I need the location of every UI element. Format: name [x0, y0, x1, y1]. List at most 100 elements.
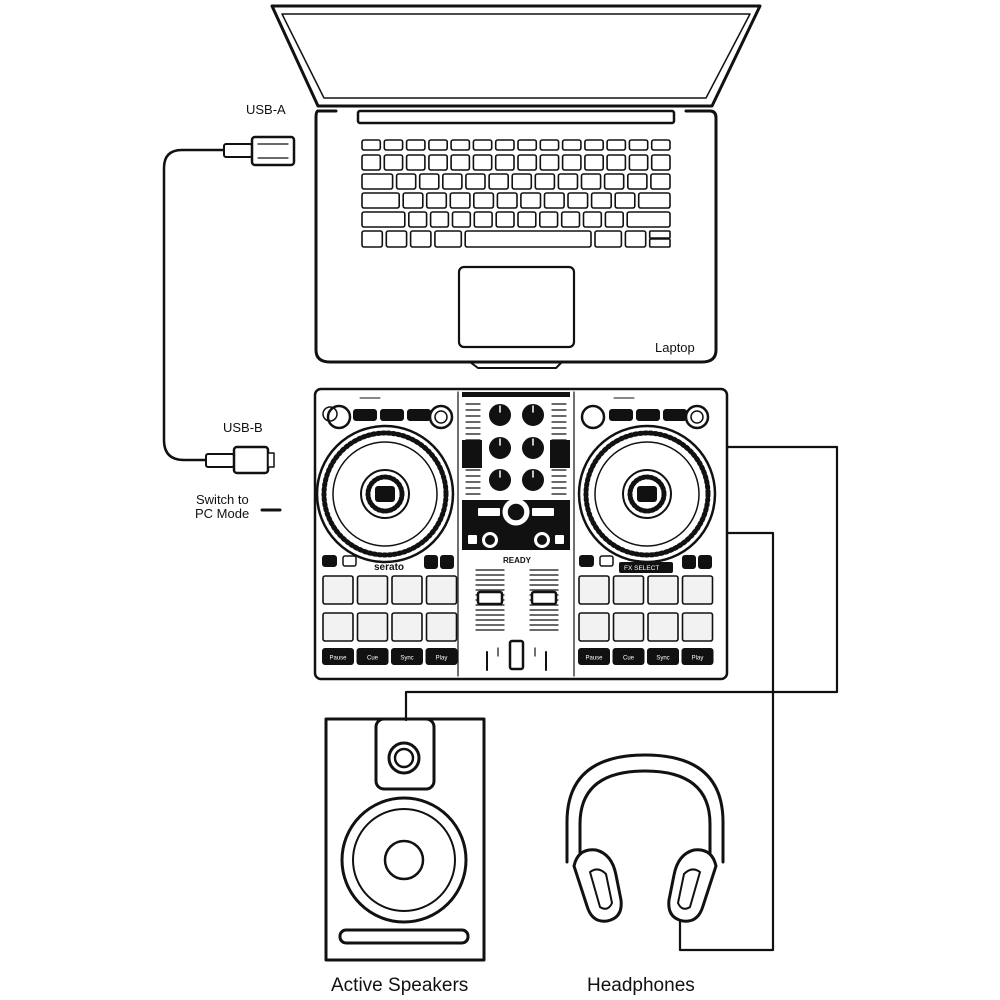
eq-knob[interactable] [522, 404, 544, 426]
keyboard-key [584, 154, 605, 171]
keyboard-key [428, 139, 448, 151]
performance-pad[interactable] [612, 575, 645, 605]
crossfader[interactable] [508, 639, 525, 671]
laptop-touchpad [457, 265, 576, 349]
eq-knob[interactable] [489, 437, 511, 459]
keyboard-key [383, 139, 404, 151]
transport-button-label: Pause [585, 656, 603, 662]
performance-pad[interactable] [612, 612, 645, 642]
performance-pad[interactable] [578, 612, 610, 642]
keyboard-key [650, 139, 671, 151]
transport-button-label: Cue [623, 656, 635, 662]
keyboard-key [407, 211, 428, 228]
keyboard-key [582, 211, 603, 228]
eq-knob[interactable] [522, 437, 544, 459]
keyboard-key [494, 139, 515, 151]
keyboard-key [441, 173, 463, 190]
laptop [270, 4, 762, 369]
performance-pad[interactable] [647, 612, 679, 642]
keyboard-key [361, 154, 382, 171]
keyboard-key [606, 139, 627, 151]
keyboard-key [604, 211, 625, 228]
performance-pad[interactable] [647, 575, 679, 605]
channel-fader-left[interactable] [476, 590, 504, 606]
keyboard-key [584, 139, 605, 151]
keyboard-key [428, 154, 448, 171]
transport-button[interactable] [322, 648, 354, 665]
keyboard-key [606, 154, 627, 171]
keyboard-key [361, 139, 382, 151]
jog-wheel-right[interactable] [577, 424, 717, 564]
woofer [340, 796, 468, 924]
performance-pad[interactable] [681, 612, 714, 642]
keyboard-key [650, 154, 671, 171]
usb-a-plug-icon [223, 135, 296, 167]
performance-pad[interactable] [322, 612, 354, 642]
keyboard-key [517, 211, 537, 228]
keyboard-key [465, 173, 486, 190]
jog-wheel-left[interactable] [315, 424, 455, 564]
keyboard-key [488, 173, 510, 190]
transport-button[interactable] [647, 648, 679, 665]
keyboard-key [539, 154, 560, 171]
keyboard-key [517, 154, 538, 171]
laptop-label: Laptop [655, 340, 695, 355]
mixer-section: READY [462, 403, 570, 671]
channel-fader-right[interactable] [530, 590, 558, 606]
eq-knob[interactable] [489, 469, 511, 491]
performance-pad[interactable] [425, 575, 458, 605]
keyboard-key [561, 139, 582, 151]
keyboard-key [626, 211, 671, 228]
keyboard-key [405, 154, 426, 171]
eq-knob[interactable] [489, 404, 511, 426]
keyboard-key [496, 192, 518, 209]
brand-logo: serato [374, 562, 404, 573]
headphones-icon [565, 753, 725, 923]
keyboard-key [648, 238, 671, 248]
transport-button[interactable] [681, 648, 714, 665]
performance-pad[interactable] [356, 612, 389, 642]
pads-right[interactable] [578, 575, 714, 642]
performance-pad[interactable] [391, 612, 423, 642]
performance-pad[interactable] [578, 575, 610, 605]
transport-button[interactable] [578, 648, 610, 665]
transport-button-label: Pause [329, 656, 347, 662]
performance-pad[interactable] [681, 575, 714, 605]
keyboard-key [543, 192, 565, 209]
keyboard-key [534, 173, 556, 190]
performance-pad[interactable] [322, 575, 354, 605]
transport-button-label: Sync [656, 656, 669, 662]
keyboard-key [628, 139, 649, 151]
keyboard-key [603, 173, 625, 190]
transport-button[interactable] [356, 648, 389, 665]
switch-mode-label-line1: Switch to [196, 492, 249, 507]
eq-knob[interactable] [522, 469, 544, 491]
performance-pad[interactable] [391, 575, 423, 605]
transport-button[interactable] [612, 648, 645, 665]
keyboard-key [648, 230, 671, 239]
usb-b-plug-icon [205, 445, 275, 475]
transport-button[interactable] [425, 648, 458, 665]
keyboard-key [472, 154, 493, 171]
keyboard-key [451, 211, 472, 228]
performance-pad[interactable] [356, 575, 389, 605]
transport-button[interactable] [391, 648, 423, 665]
keyboard-key [418, 173, 440, 190]
keyboard-key [450, 154, 471, 171]
pads-left[interactable] [322, 575, 458, 642]
performance-pad[interactable] [425, 612, 458, 642]
keyboard-key [495, 211, 515, 228]
keyboard-key [560, 211, 581, 228]
laptop-keyboard [361, 139, 671, 248]
keyboard-key [473, 211, 493, 228]
speakers-label: Active Speakers [331, 975, 469, 996]
keyboard-key [594, 230, 623, 248]
keyboard-key [590, 192, 612, 209]
keyboard-key [361, 211, 406, 228]
keyboard-key [561, 154, 582, 171]
